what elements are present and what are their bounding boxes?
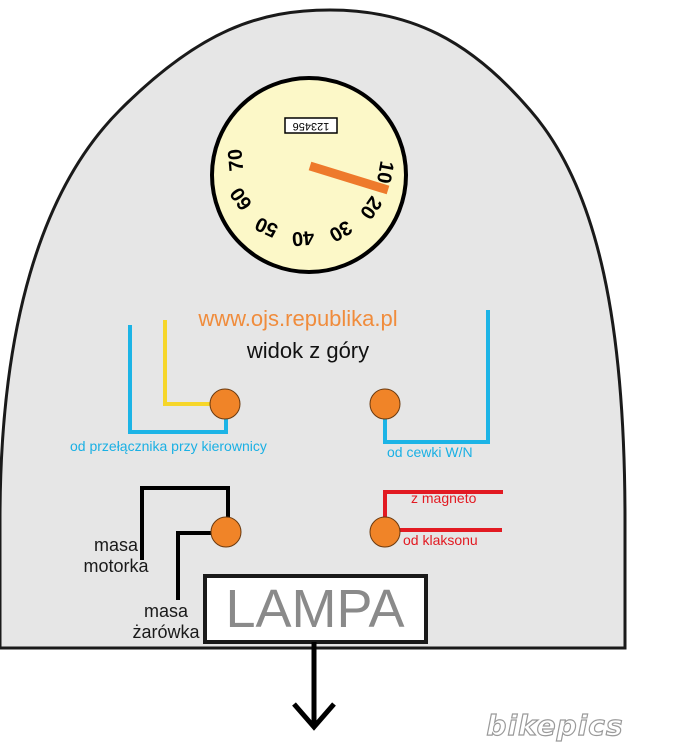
wire-blue-coil: [383, 310, 490, 444]
watermark-text: bikepics: [486, 709, 623, 742]
label-switch: od przełącznika przy kierownicy: [70, 438, 267, 454]
down-arrow-icon: [292, 642, 336, 731]
speed-label: 70: [224, 148, 248, 172]
lamp-box: [203, 574, 428, 644]
label-engine-ground-1: masa: [94, 535, 139, 555]
label-bulb-ground-2: żarówka: [132, 622, 200, 642]
label-magneto: z magneto: [411, 490, 477, 506]
speed-label: 10: [372, 159, 398, 185]
label-horn: od klaksonu: [403, 532, 478, 548]
odometer-box: [284, 117, 338, 134]
terminal-lower-right: [369, 516, 401, 548]
terminal-upper-left: [209, 388, 241, 420]
speed-label: 40: [291, 226, 315, 250]
website-url: www.ojs.republika.pl: [197, 306, 397, 331]
terminal-upper-right: [369, 388, 401, 420]
label-engine-ground-2: motorka: [83, 556, 149, 576]
speedometer-needle: [308, 161, 390, 195]
wire-yellow: [163, 320, 222, 406]
label-coil: od cewki W/N: [387, 444, 473, 460]
speedometer-dial: [210, 76, 408, 274]
label-bulb-ground-1: masa: [144, 601, 189, 621]
odometer-value: 123456: [293, 120, 330, 132]
wire-ground-bulb: [176, 531, 226, 600]
wire-ground-engine: [140, 486, 230, 560]
view-caption: widok z góry: [246, 338, 369, 363]
terminal-lower-left: [210, 516, 242, 548]
watermark-logo: bikepics: [486, 708, 623, 742]
speedometer: 123456 10 20 30 40 50 60 80 70: [210, 76, 408, 274]
lamp-label: LAMPA: [225, 579, 404, 639]
